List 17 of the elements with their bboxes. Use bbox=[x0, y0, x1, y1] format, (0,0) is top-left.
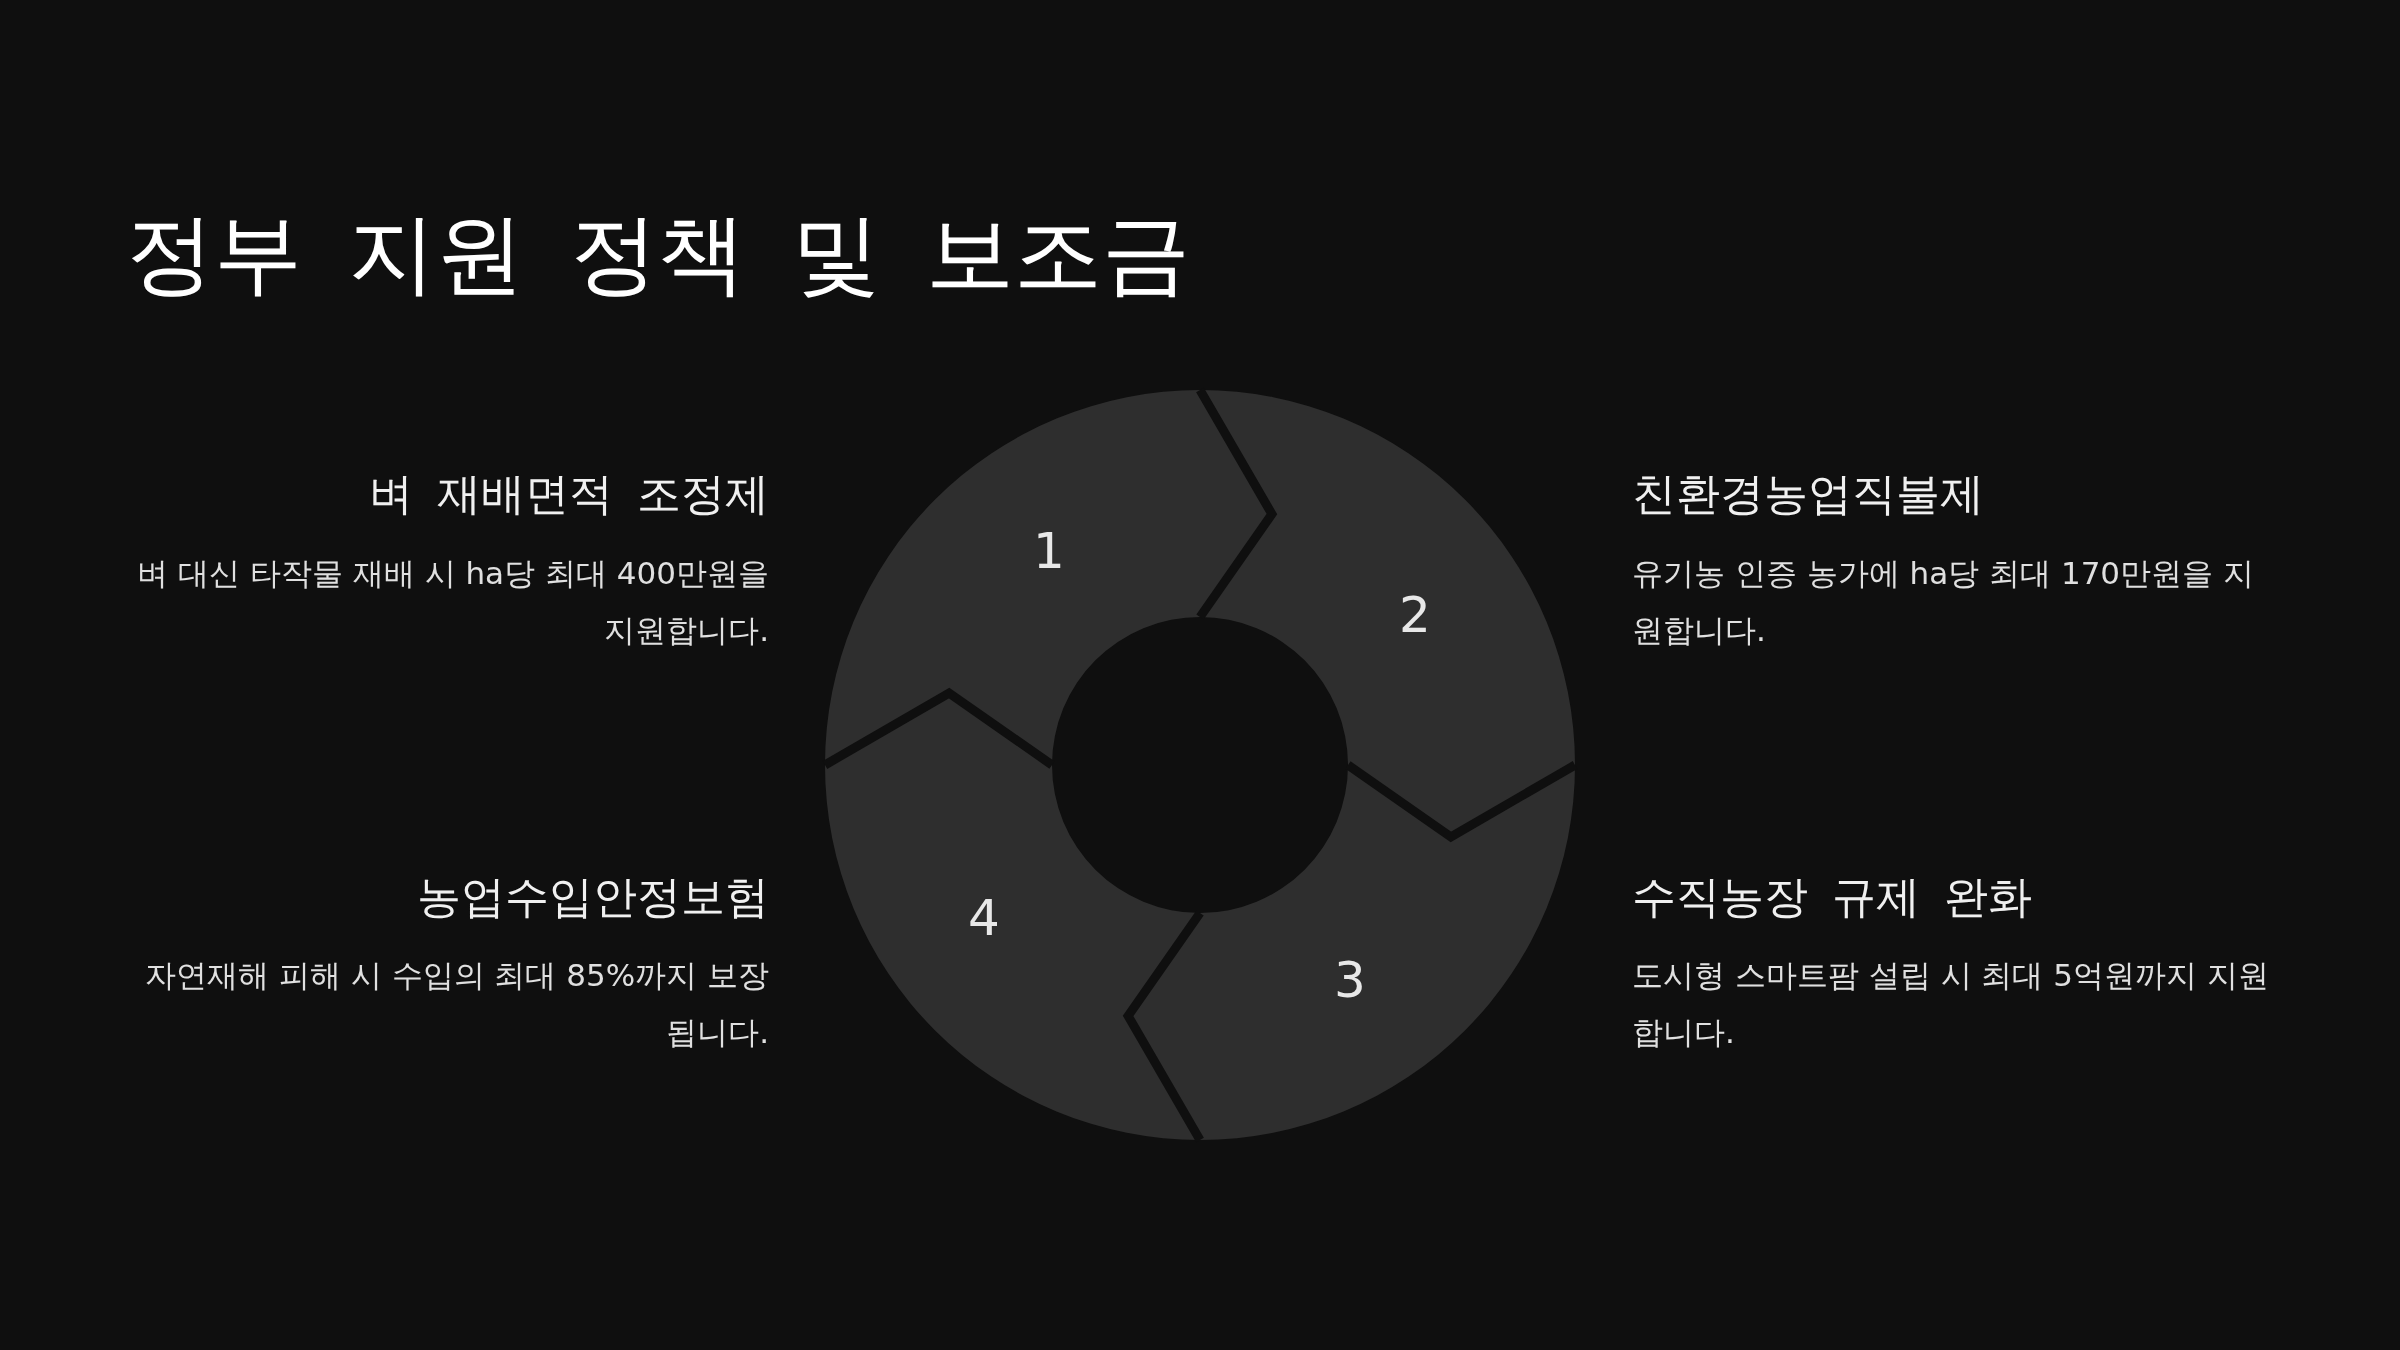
step-description: 벼 대신 타작물 재배 시 ha당 최대 400만원을 지원합니다. bbox=[136, 554, 769, 650]
cycle-segment bbox=[1200, 390, 1575, 765]
step-description: 자연재해 피해 시 수입의 최대 85%까지 보장됩니다. bbox=[143, 956, 769, 1052]
step-number: 1 bbox=[1033, 522, 1065, 580]
step-description: 유기농 인증 농가에 ha당 최대 170만원을 지원합니다. bbox=[1632, 554, 2255, 650]
step-heading: 수직농장 규제 완화 bbox=[1632, 870, 2032, 924]
cycle-segment bbox=[825, 390, 1200, 765]
title: 정부 지원 정책 및 보조금 bbox=[126, 201, 1190, 307]
cycle-segment bbox=[1200, 765, 1575, 1140]
step-heading: 벼 재배면적 조정제 bbox=[369, 467, 769, 521]
step-number: 4 bbox=[968, 889, 1000, 947]
cycle-segment bbox=[825, 765, 1200, 1140]
step-number: 2 bbox=[1399, 586, 1431, 644]
step-description: 도시형 스마트팜 설립 시 최대 5억원까지 지원합니다. bbox=[1632, 956, 2270, 1052]
step-heading: 친환경농업직불제 bbox=[1632, 467, 1984, 521]
step-number: 3 bbox=[1334, 951, 1366, 1009]
step-heading: 농업수입안정보험 bbox=[417, 870, 769, 924]
